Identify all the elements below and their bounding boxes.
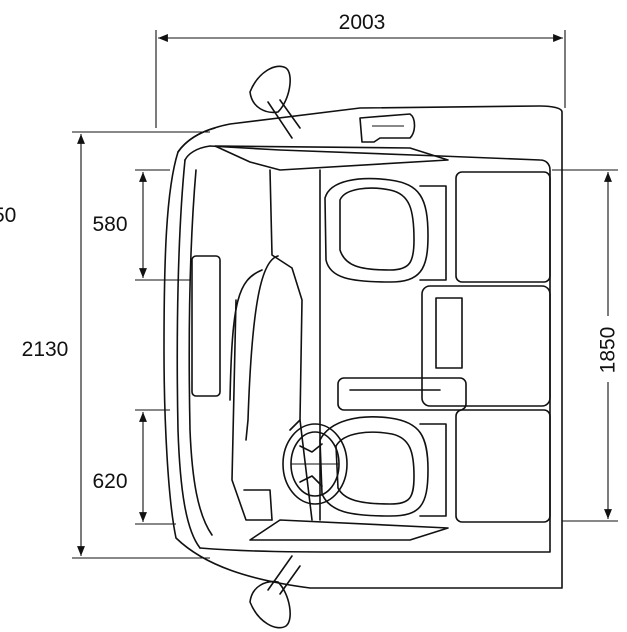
mirror-top: [249, 65, 301, 139]
passenger-seat-front: [324, 171, 551, 283]
driver-seat: [319, 416, 447, 517]
vehicle-body: [163, 105, 563, 589]
interior-label: 1850: [597, 327, 620, 374]
mirror-bottom: [249, 555, 301, 629]
dim-interior: 1850: [552, 169, 620, 522]
front-seat-label: 580: [92, 213, 127, 236]
width-label: 2003: [339, 11, 386, 34]
step-top: [359, 113, 416, 143]
cropped-label: 50: [0, 204, 16, 227]
rear-seats: [337, 285, 551, 523]
dim-length: 2130: [14, 131, 210, 559]
rear-seat-label: 620: [92, 470, 127, 493]
steering-wheel: [282, 423, 348, 505]
cab-structure: [191, 169, 321, 521]
dim-rear-seat: 620: [86, 409, 176, 525]
length-label: 2130: [22, 338, 69, 361]
dim-front-seat: 580: [86, 169, 190, 281]
dim-width: 2003: [155, 11, 566, 128]
